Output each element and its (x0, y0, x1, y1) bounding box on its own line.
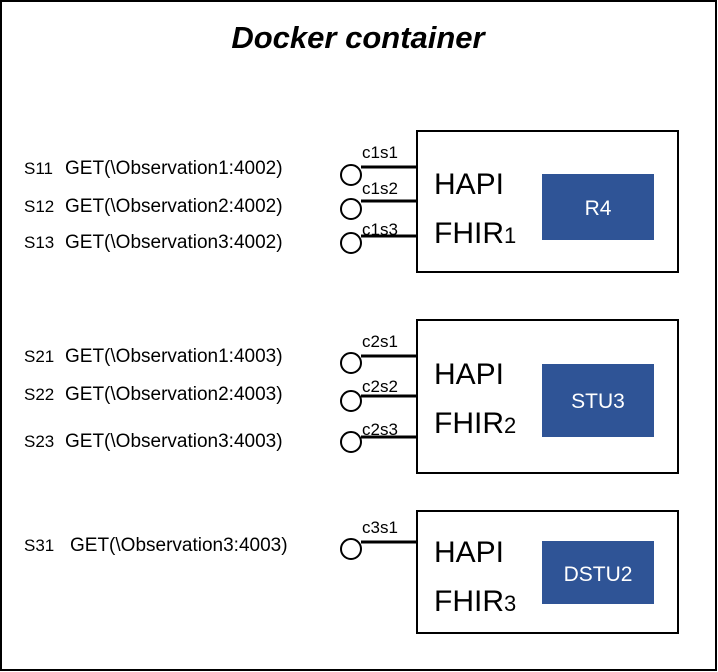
server-label-fhir-1: FHIR (434, 217, 504, 250)
request-label: GET(\Observation3:4003) (70, 535, 288, 556)
session-id: S13 (24, 233, 54, 252)
server-group-3: HAPI FHIR3 DSTU2 S31 GET(\Observation3:4… (24, 510, 679, 634)
container-title: Docker container (231, 20, 486, 55)
connector-label: c2s2 (362, 377, 398, 396)
server-label-name-2: FHIR2 (434, 407, 516, 440)
server-label-sub-3: 3 (504, 591, 516, 616)
request-label: GET(\Observation3:4003) (65, 431, 283, 452)
server-label-fhir-3: FHIR (434, 585, 504, 618)
connector-port[interactable] (340, 431, 362, 453)
server-label-main-2: HAPI (434, 358, 504, 391)
server-label-sub-1: 1 (504, 223, 516, 248)
server-label-fhir-2: FHIR (434, 407, 504, 440)
request-label: GET(\Observation2:4003) (65, 384, 283, 405)
server-label-main-3: HAPI (434, 536, 504, 569)
connector-port[interactable] (340, 232, 362, 254)
connector-label: c2s3 (362, 420, 398, 439)
connector-label: c1s2 (362, 179, 398, 198)
server-label-main-1: HAPI (434, 168, 504, 201)
version-box-3 (542, 541, 654, 604)
connector-port[interactable] (340, 390, 362, 412)
connector-port[interactable] (340, 352, 362, 374)
version-label-1: R4 (585, 197, 612, 220)
server-label-name-3: FHIR3 (434, 585, 516, 618)
connector-port[interactable] (340, 198, 362, 220)
request-label: GET(\Observation1:4002) (65, 158, 283, 179)
session-id: S23 (24, 432, 54, 451)
request-label: GET(\Observation3:4002) (65, 232, 283, 253)
request-label: GET(\Observation2:4002) (65, 196, 283, 217)
version-label-2: STU3 (571, 390, 625, 413)
request-label: GET(\Observation1:4003) (65, 346, 283, 367)
connector-label: c1s1 (362, 143, 398, 162)
version-box-1 (542, 174, 654, 240)
session-id: S22 (24, 385, 54, 404)
connector-label: c3s1 (362, 518, 398, 537)
server-group-1: HAPI FHIR1 R4 S11 GET(\Observation1:4002… (24, 130, 679, 273)
connector-label: c2s1 (362, 332, 398, 351)
connector-port[interactable] (340, 164, 362, 186)
server-label-name-1: FHIR1 (434, 217, 516, 250)
connector-port[interactable] (340, 538, 362, 560)
version-label-3: DSTU2 (564, 563, 633, 586)
server-label-sub-2: 2 (504, 413, 516, 438)
version-box-2 (542, 364, 654, 437)
session-id: S11 (24, 159, 53, 178)
session-id: S21 (24, 347, 54, 366)
session-id: S12 (24, 197, 54, 216)
connector-label: c1s3 (362, 220, 398, 239)
server-group-2: HAPI FHIR2 STU3 S21 GET(\Observation1:40… (24, 319, 679, 474)
session-id: S31 (24, 536, 54, 555)
